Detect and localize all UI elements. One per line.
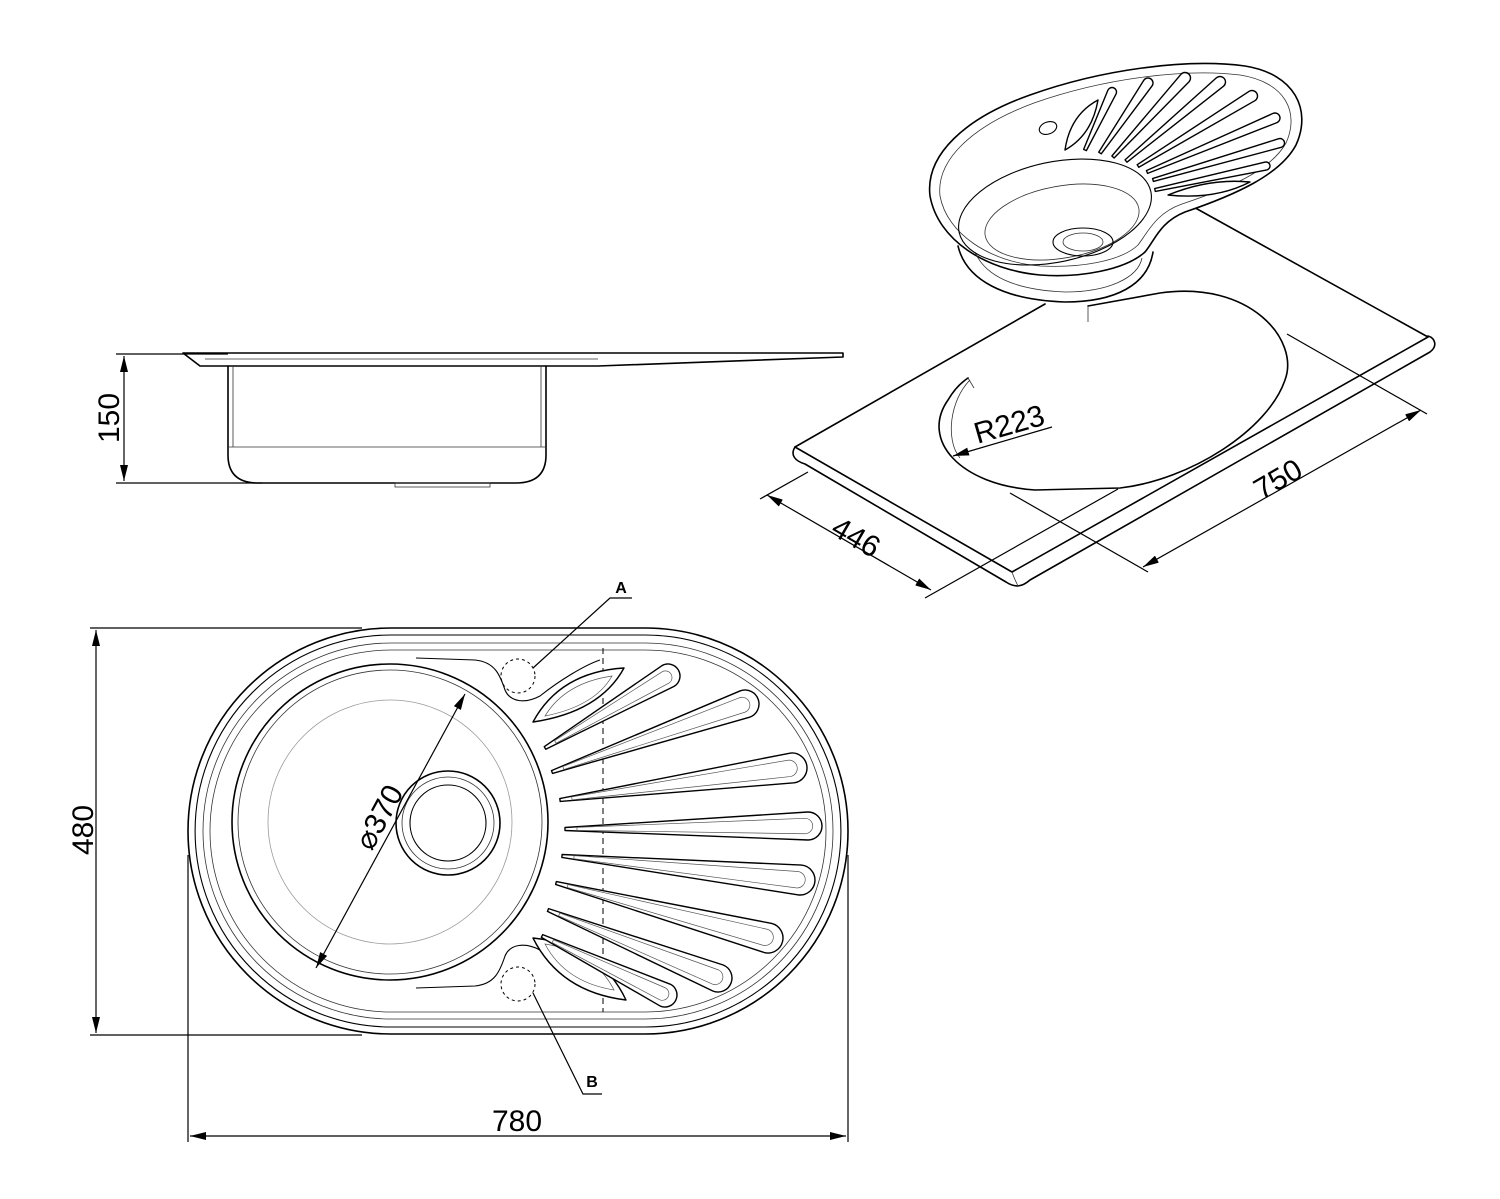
drainboard-groove-inner	[558, 912, 724, 985]
drainboard-groove-inner	[576, 817, 813, 835]
callout-label-b: B	[586, 1074, 598, 1091]
bowl-opening	[958, 158, 1152, 266]
callout-leader-b	[532, 992, 602, 1095]
drainboard-groove-inner	[554, 670, 673, 744]
countertop-corner-line	[1011, 571, 1019, 587]
bowl-profile	[227, 365, 547, 484]
drain-outlet	[394, 482, 491, 488]
drainboard-groove	[546, 907, 733, 993]
callout-label-a: A	[615, 580, 627, 597]
drainboard-groove-inner	[551, 939, 670, 1001]
drainboard-groove	[561, 853, 816, 896]
bowl-inner-profile	[232, 366, 542, 447]
drain-channel-top	[415, 657, 601, 702]
dimension-label-cutout-radius: R223	[970, 399, 1048, 450]
drainboard-groove-inner	[573, 855, 806, 889]
sink-deck-profile	[182, 352, 844, 367]
countertop-front-edge	[792, 335, 1436, 587]
sink-isometric	[928, 62, 1303, 304]
drainboard-groove-inner	[566, 884, 774, 946]
drainboard-groove	[543, 663, 681, 750]
drain-inner	[409, 784, 487, 862]
bowl-inner	[984, 183, 1140, 261]
leaf-groove-iso-a	[1064, 99, 1099, 151]
sink-outline-inner	[202, 642, 834, 1020]
dimension-line-cutout-length	[1142, 409, 1422, 568]
dimension-label-width: 780	[492, 1105, 542, 1138]
drainboard-groove	[1153, 161, 1271, 193]
sink-outline-deck	[209, 649, 827, 1013]
sink-rim-inner	[939, 72, 1292, 267]
drainboard-grooves	[540, 663, 823, 1008]
dimension-label-cutout-depth: 446	[826, 511, 886, 565]
radius-leader	[952, 426, 1053, 457]
extension-line-750-b	[1286, 333, 1428, 415]
drainboard-groove	[1136, 89, 1259, 168]
leaf-groove-top	[532, 667, 625, 723]
dimension-label-cutout-length: 750	[1248, 453, 1308, 507]
leaf-groove-iso-b	[1167, 180, 1251, 197]
drainboard-groove-inner	[562, 696, 751, 770]
extension-line-446-b	[924, 488, 1119, 599]
drainboard-groove	[1111, 71, 1192, 159]
drainboard-groove	[1082, 86, 1118, 152]
dimension-label-height: 480	[67, 805, 100, 855]
extension-line-750-a	[1009, 492, 1149, 573]
drain-outer	[1052, 227, 1114, 257]
bowl-rim	[231, 663, 549, 981]
drainboard-groove	[559, 752, 808, 803]
tap-hole	[1038, 121, 1058, 135]
callout-leader-a	[532, 597, 632, 669]
tap-hole-b	[500, 966, 536, 1002]
dimension-label-height: 150	[93, 393, 126, 443]
side-view: 150	[93, 352, 844, 488]
drain-outer	[395, 770, 501, 876]
drainboard-groove	[1151, 137, 1286, 183]
drainboard-groove	[540, 933, 678, 1008]
bowl-body-inner	[974, 251, 1143, 293]
drain-middle	[401, 776, 495, 870]
drain-inner	[1062, 232, 1104, 252]
drainboard-groove-inner	[571, 759, 798, 801]
sink-outline-outer	[187, 627, 849, 1035]
isometric-view: R223 446 750	[759, 62, 1436, 599]
tap-hole-a	[500, 658, 536, 694]
bowl-rim-inner	[237, 669, 543, 975]
dimension-line-cutout-depth	[766, 494, 932, 591]
sink-outline-rim	[194, 634, 842, 1028]
bowl-body	[957, 245, 1154, 303]
drainboard-groove	[550, 689, 760, 775]
countertop-cutout	[938, 290, 1289, 491]
top-view: A B ⌀370 480 780	[67, 580, 849, 1142]
drainboard-groove	[1098, 77, 1154, 155]
drainboard-groove	[1145, 112, 1281, 175]
leaf-groove-top-inner	[544, 675, 613, 717]
dimension-line-bowl-diameter	[315, 693, 466, 969]
drainboard-grooves-isometric	[1082, 71, 1286, 193]
drainboard-groove	[1124, 75, 1227, 163]
extension-line-446-a	[759, 471, 809, 500]
sink-rim-outer	[928, 62, 1303, 277]
